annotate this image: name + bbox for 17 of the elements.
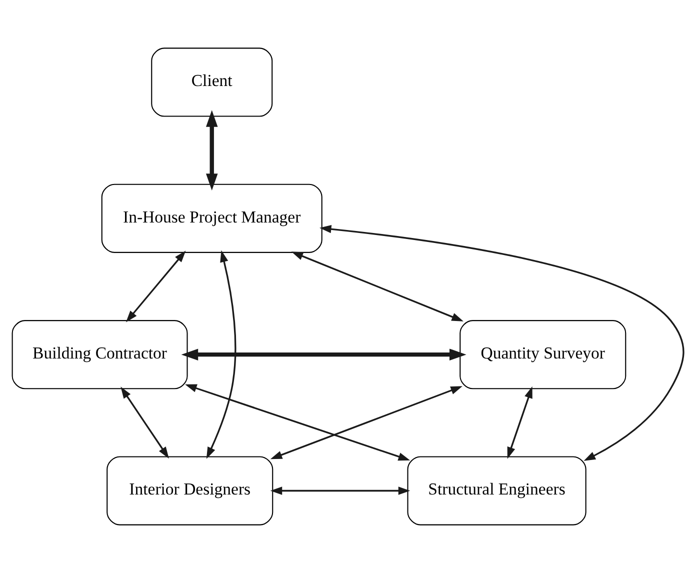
node-box: Structural Engineers — [407, 456, 586, 526]
arrow — [320, 224, 684, 461]
arrow — [507, 386, 532, 459]
arrow — [181, 348, 466, 360]
arrow — [206, 250, 236, 459]
arrow — [206, 110, 218, 190]
node-box: Quantity Surveyor — [460, 320, 626, 390]
arrow — [120, 386, 169, 459]
node-box: Building Contractor — [12, 320, 188, 390]
node-box: In-House Project Manager — [101, 184, 322, 253]
node-box: Client — [151, 48, 273, 117]
arrow — [270, 386, 462, 460]
arrow — [291, 252, 464, 322]
node-box: Interior Designers — [106, 456, 274, 526]
arrow — [184, 384, 410, 461]
arrow — [126, 250, 186, 322]
arrow — [270, 486, 410, 495]
